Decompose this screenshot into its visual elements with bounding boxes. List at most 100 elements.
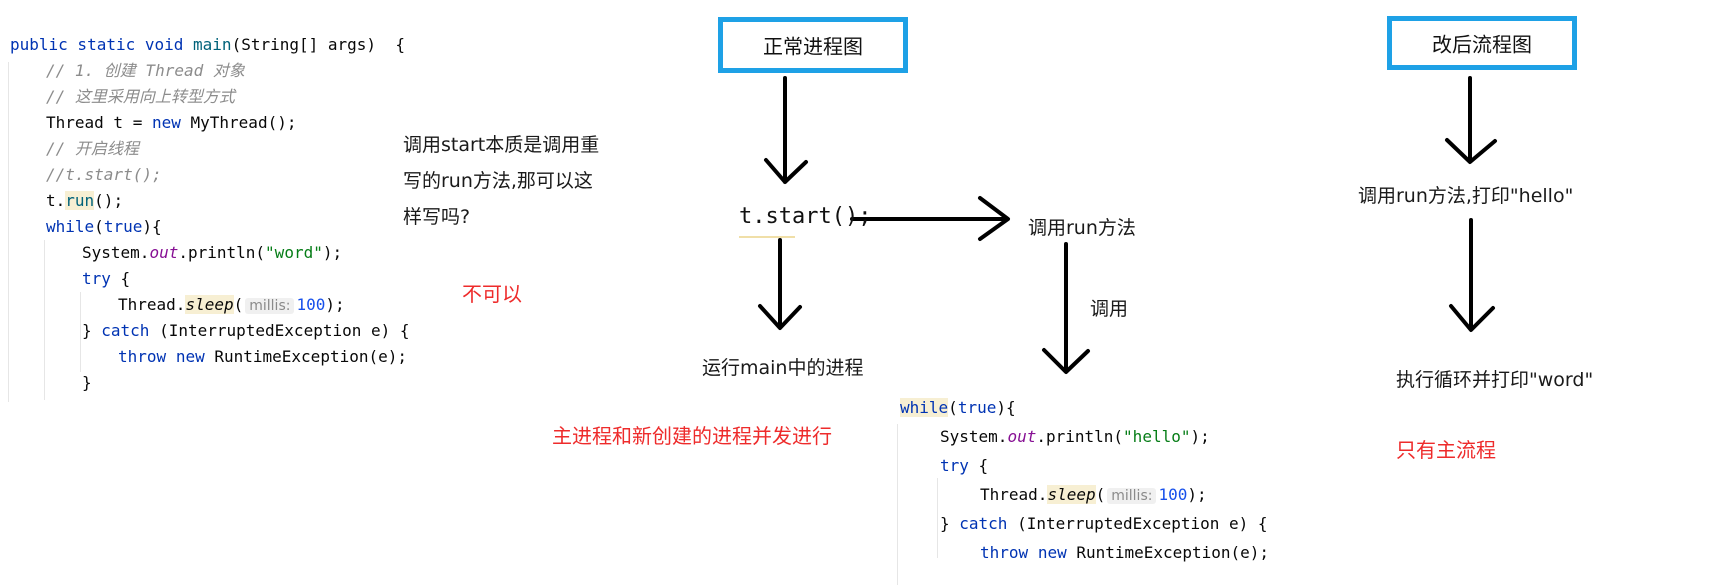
code-text: {: [110, 269, 131, 288]
code-comment: //t.start();: [46, 165, 162, 184]
code-comment: // 1. 创建 Thread 对象: [46, 61, 245, 80]
code-text: (InterruptedException e) {: [1007, 514, 1268, 533]
keyword-text: true: [957, 398, 997, 417]
code-text: );: [1187, 485, 1207, 504]
code-text: );: [1190, 427, 1210, 446]
arrow-down-icon: [1445, 76, 1497, 164]
string-literal: "hello": [1123, 427, 1191, 446]
modified-flow-title-box: 改后流程图: [1387, 16, 1577, 70]
code-text: (: [94, 217, 104, 236]
keyword-text: new: [151, 113, 181, 132]
code-text: );: [322, 243, 343, 262]
code-line-println: System.out.println("word");: [82, 242, 342, 264]
keyword-text: public static void: [10, 35, 194, 54]
code-text: (InterruptedException e) {: [149, 321, 410, 340]
code-comment: // 这里采用向上转型方式: [46, 87, 235, 106]
number-literal: 100: [1158, 485, 1188, 504]
highlighted-sleep: sleep: [1047, 485, 1096, 504]
code-text: .println(: [1036, 427, 1124, 446]
keyword-text: catch: [101, 321, 150, 340]
keyword-text: while: [46, 217, 95, 236]
indent-guide: [80, 292, 81, 372]
modified-note: 只有主流程: [1396, 438, 1496, 462]
code-text: System.: [82, 243, 150, 262]
code-line-while: while(true){: [900, 397, 1016, 419]
string-literal: "word": [265, 243, 323, 262]
code-line-main: public static void main(String[] args) {: [10, 34, 405, 56]
call-label: 调用: [1090, 298, 1129, 320]
keyword-text: catch: [959, 514, 1008, 533]
indent-guide: [8, 62, 9, 402]
tstart-code: t.start();: [739, 204, 872, 229]
code-line-while: while(true){: [46, 216, 162, 238]
code-text: ){: [996, 398, 1016, 417]
code-text: System.: [940, 427, 1008, 446]
method-name: main: [193, 35, 232, 54]
modified-step-2: 执行循环并打印"word": [1396, 369, 1594, 391]
code-line-throw: throw new RuntimeException(e);: [980, 542, 1269, 564]
code-text: RuntimeException(e);: [204, 347, 408, 366]
param-hint: millis:: [245, 298, 295, 314]
keyword-text: try: [940, 456, 969, 475]
arrow-down-icon: [1449, 218, 1495, 332]
code-text: RuntimeException(e);: [1066, 543, 1270, 562]
field-text: out: [1007, 427, 1037, 446]
code-line-new-thread: Thread t = new MyThread();: [46, 112, 296, 134]
run-method-label: 调用run方法: [1028, 217, 1136, 239]
code-line-catch: } catch (InterruptedException e) {: [940, 513, 1268, 535]
code-line-sleep: Thread.sleep(millis:100);: [118, 294, 345, 316]
code-line-sleep: Thread.sleep(millis:100);: [980, 484, 1207, 506]
code-text: }: [940, 514, 960, 533]
modified-step-1: 调用run方法,打印"hello": [1358, 185, 1574, 207]
code-text: MyThread();: [180, 113, 297, 132]
answer-no: 不可以: [462, 282, 522, 306]
keyword-text: true: [103, 217, 143, 236]
code-line-try: try {: [940, 455, 988, 477]
arrow-down-icon: [764, 76, 808, 184]
code-text: (: [1095, 485, 1106, 504]
field-text: out: [149, 243, 179, 262]
code-text: ();: [94, 191, 124, 210]
question-line-3: 样写吗?: [403, 206, 471, 228]
code-text: t.: [46, 191, 66, 210]
param-hint: millis:: [1107, 488, 1157, 504]
code-text: Thread.: [118, 295, 186, 314]
code-text: ){: [142, 217, 162, 236]
normal-flow-title-box: 正常进程图: [718, 17, 908, 73]
code-text: (String[] args) {: [231, 35, 405, 54]
question-line-1: 调用start本质是调用重: [403, 134, 600, 156]
keyword-text: try: [82, 269, 111, 288]
code-line-println: System.out.println("hello");: [940, 426, 1210, 448]
code-text: .println(: [178, 243, 266, 262]
indent-guide: [897, 424, 898, 585]
code-text: {: [968, 456, 989, 475]
question-line-2: 写的run方法,那可以这: [403, 170, 593, 192]
code-line-run: t.run();: [46, 190, 123, 212]
code-line-close: }: [82, 373, 92, 392]
tstart-label: t.start();: [739, 204, 871, 229]
keyword-text: throw: [118, 347, 167, 366]
arrow-down-icon: [1042, 242, 1090, 374]
code-line-throw: throw new RuntimeException(e);: [118, 346, 407, 368]
code-text: (: [948, 398, 958, 417]
code-text: Thread.: [980, 485, 1048, 504]
highlighted-sleep: sleep: [185, 295, 234, 314]
keyword-text: new: [175, 347, 205, 366]
tstart-underline: [739, 236, 795, 238]
indent-guide: [44, 240, 45, 400]
highlighted-while: while: [900, 398, 949, 417]
highlighted-run: run: [65, 191, 95, 210]
keyword-text: new: [1037, 543, 1067, 562]
code-line-try: try {: [82, 268, 130, 290]
main-process-label: 运行main中的进程: [702, 357, 864, 379]
code-text: );: [325, 295, 345, 314]
code-text: }: [82, 321, 102, 340]
number-literal: 100: [296, 295, 326, 314]
code-text: (: [233, 295, 244, 314]
keyword-text: throw: [980, 543, 1029, 562]
code-line-catch: } catch (InterruptedException e) {: [82, 320, 410, 342]
code-text: [1028, 543, 1038, 562]
code-comment: // 开启线程: [46, 139, 139, 158]
concurrent-note: 主进程和新创建的进程并发进行: [552, 424, 832, 448]
